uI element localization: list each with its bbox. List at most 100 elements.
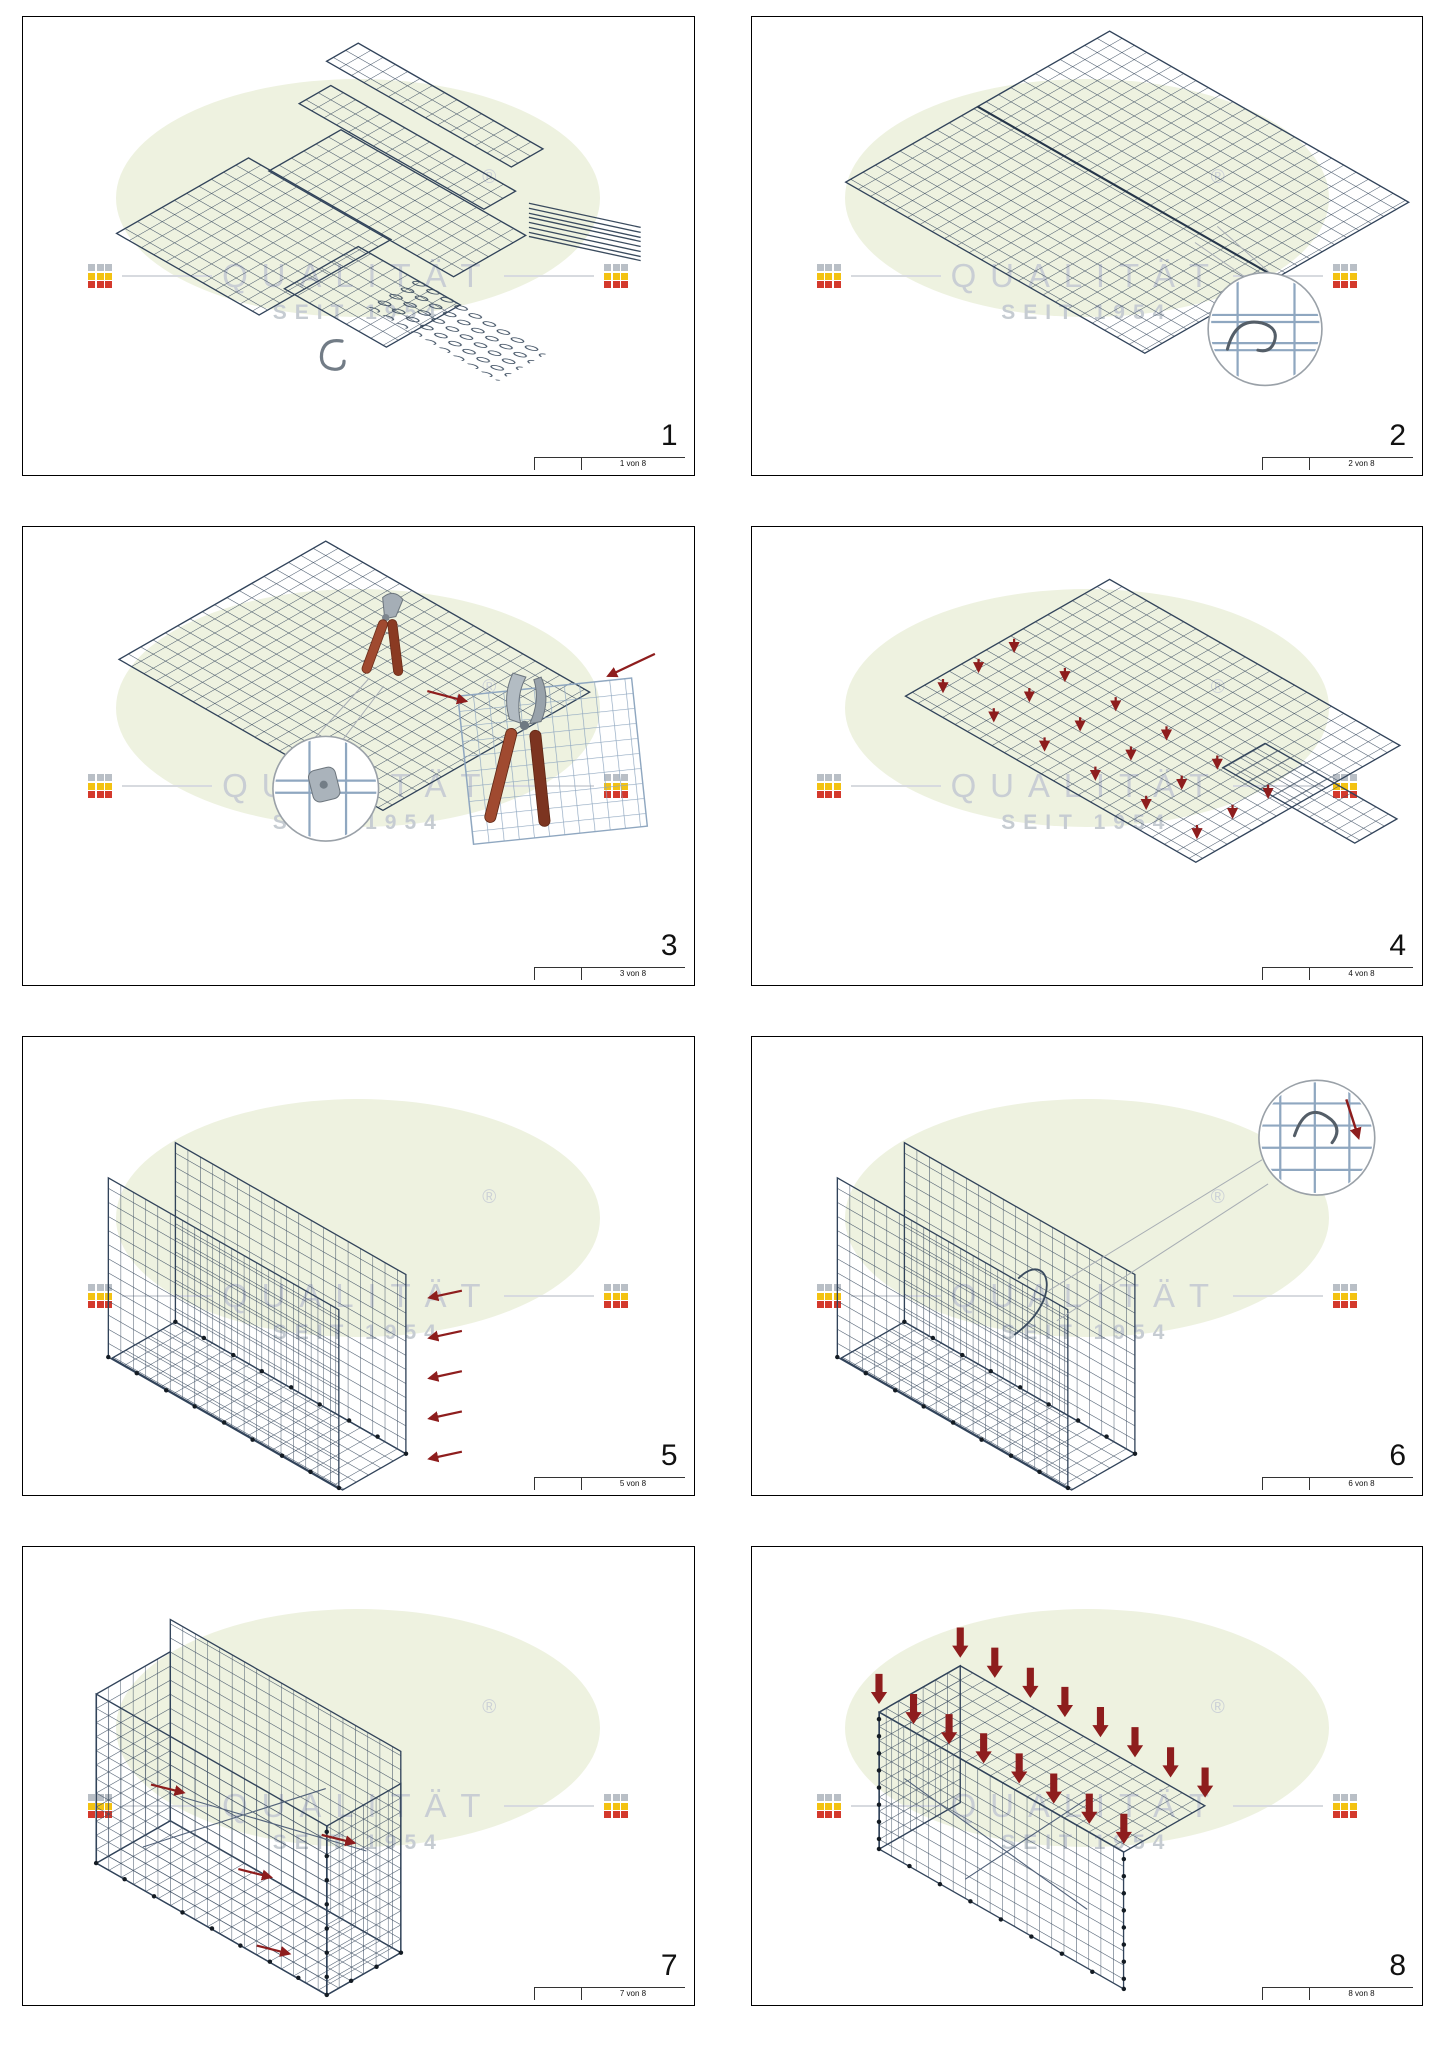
sheet-count-label: 1 von 8 [619,459,647,468]
divider [504,1804,595,1808]
clip-fastening-detail [274,740,377,840]
wall-end-left [878,1664,961,1851]
step-panel-4: ® QUALITÄT SEIT 1954 4 4 von 8 [750,526,1423,986]
sheet-count-label: 5 von 8 [619,1479,647,1488]
step-panel-1: ® QUALITÄT SEIT 1954 [22,16,695,476]
brand-logo-icon [1332,1284,1357,1308]
step-number: 3 [660,929,678,962]
illustration-step-4 [903,578,1401,863]
divider [504,274,595,278]
spiral-dots [106,1319,409,1491]
titleblock-cell [1263,968,1310,980]
titleblock-cell [535,1478,582,1490]
spiral-dots [876,1716,1126,1992]
brand-logo-icon [816,774,841,798]
titleblock-cell [535,458,582,470]
illustration-step-1 [115,42,641,382]
brand-logo-icon [816,264,841,288]
sheet-count-label: 7 von 8 [619,1989,647,1998]
wire-cutter-small-icon [361,592,404,676]
registered-mark: ® [1210,1697,1225,1718]
illustration-step-7 [93,1618,404,1998]
spiral-insert-arrows [427,1289,463,1463]
action-arrows [427,652,656,705]
spiral-fastener-field [366,276,550,382]
step-panel-6: ® QUALITÄT SEIT 1954 [750,1036,1423,1496]
illustration-step-3 [117,540,656,846]
titleblock-cell [535,968,582,980]
divider [850,274,941,278]
step-number: 4 [1389,929,1406,962]
step-number: 7 [660,1949,678,1982]
fastening-point-arrows [936,638,1274,840]
rod-bundle [528,202,641,262]
sheet-count-label: 8 von 8 [1348,1989,1375,1998]
registered-mark: ® [1210,1187,1225,1208]
step-panel-5: ® QUALITÄT SEIT 1954 [22,1036,695,1496]
action-arrows [150,1783,357,1957]
sheet-count-label: 4 von 8 [1348,969,1375,978]
illustration-step-8 [870,1627,1213,1992]
detail-magnifier [1257,1079,1376,1196]
illustration-step-5 [106,1141,463,1491]
tie-wire [1013,1268,1048,1336]
detail-magnifier [1206,271,1323,387]
brand-logo-icon [604,264,629,288]
step-panel-2: ® QUALITÄT SEIT 1954 [750,16,1423,476]
brand-logo-icon [604,1794,629,1818]
illustration-step-6 [834,1079,1376,1491]
sheet-indicator: 6 von 8 [1262,1477,1413,1490]
spiral-joint-detail [1210,276,1320,382]
leader-lines [1047,1159,1268,1322]
brace-wires [142,1788,367,1852]
brace-wires [903,1778,1088,1910]
divider [122,274,213,278]
sheet-count-label: 3 von 8 [619,969,647,978]
spiral-dots [93,1829,404,1998]
sheet-indicator: 4 von 8 [1262,967,1413,980]
brand-logo-icon [1332,264,1357,288]
step-number: 5 [660,1439,678,1472]
divider [122,784,213,788]
step-number: 2 [1389,419,1406,452]
titleblock-cell [535,1988,582,2000]
step-number: 6 [1389,1439,1406,1472]
divider [1232,1804,1323,1808]
sheet-indicator: 7 von 8 [533,1987,685,2000]
titleblock-cell [1263,1988,1310,2000]
divider [504,1294,595,1298]
step-panel-7: ® QUALITÄT SEIT 1954 [22,1546,695,2006]
sheet-indicator: 5 von 8 [533,1477,685,1490]
divider [850,784,941,788]
illustration-step-2 [843,30,1410,387]
leader-lines [312,677,385,741]
brand-logo-icon [816,1794,841,1818]
step-panel-8: ® QUALITÄT SEIT 1954 [750,1546,1423,2006]
spiral-dots [834,1319,1137,1491]
step-number: 8 [1389,1949,1406,1982]
mesh-lid-strip-b [297,84,517,211]
titleblock-cell [1263,458,1310,470]
hook-tie-detail [1260,1082,1373,1194]
divider [1232,1294,1323,1298]
brand-logo-icon [1332,1794,1357,1818]
registered-mark: ® [482,1697,497,1718]
step-panel-3: ® QUALITÄT SEIT 1954 [22,526,695,986]
brand-logo-icon [88,264,113,288]
brand-logo-icon [604,1284,629,1308]
brand-logo-icon [88,774,113,798]
sheet-indicator: 2 von 8 [1262,457,1413,470]
mesh-flap [1220,742,1398,844]
sheet-indicator: 1 von 8 [533,457,685,470]
c-clip [319,339,346,371]
mesh-lid-strip-a [325,42,545,168]
sheet-indicator: 8 von 8 [1262,1987,1413,2000]
base-mesh [843,30,1410,354]
sheet-count-label: 6 von 8 [1348,1479,1375,1488]
step-number: 1 [660,419,678,452]
wire-cutter-large-icon [484,672,551,827]
registered-mark: ® [482,1187,497,1208]
sheet-count-label: 2 von 8 [1348,459,1375,468]
titleblock-cell [1263,1478,1310,1490]
